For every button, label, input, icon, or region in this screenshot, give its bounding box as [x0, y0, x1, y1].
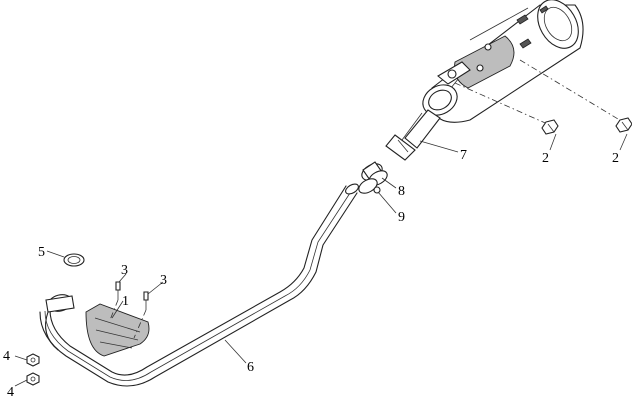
exhaust-gasket [63, 253, 85, 267]
screw [109, 281, 121, 321]
bolt [615, 117, 632, 133]
callout-5: 5 [38, 245, 45, 260]
callout-1: 1 [122, 294, 129, 309]
nut [26, 372, 40, 386]
callout-4b: 4 [7, 385, 14, 400]
callout-3b: 3 [160, 273, 167, 288]
callout-4a: 4 [3, 349, 10, 364]
callout-6: 6 [247, 360, 254, 375]
bolt-axis-line [519, 59, 629, 126]
callout-3a: 3 [121, 263, 128, 278]
bolt-axis-line [454, 82, 553, 127]
heat-shield [85, 303, 150, 357]
callout-8: 8 [398, 184, 405, 199]
muffler [385, 0, 584, 161]
nut [26, 353, 40, 367]
screw [133, 291, 149, 339]
leader-lines [14, 133, 628, 387]
clamp [358, 178, 381, 194]
callout-7: 7 [460, 148, 467, 163]
callout-2b: 2 [612, 151, 619, 166]
bolt [541, 119, 559, 135]
callout-9: 9 [398, 210, 405, 225]
callout-2a: 2 [542, 151, 549, 166]
exhaust-pipe [39, 183, 359, 387]
